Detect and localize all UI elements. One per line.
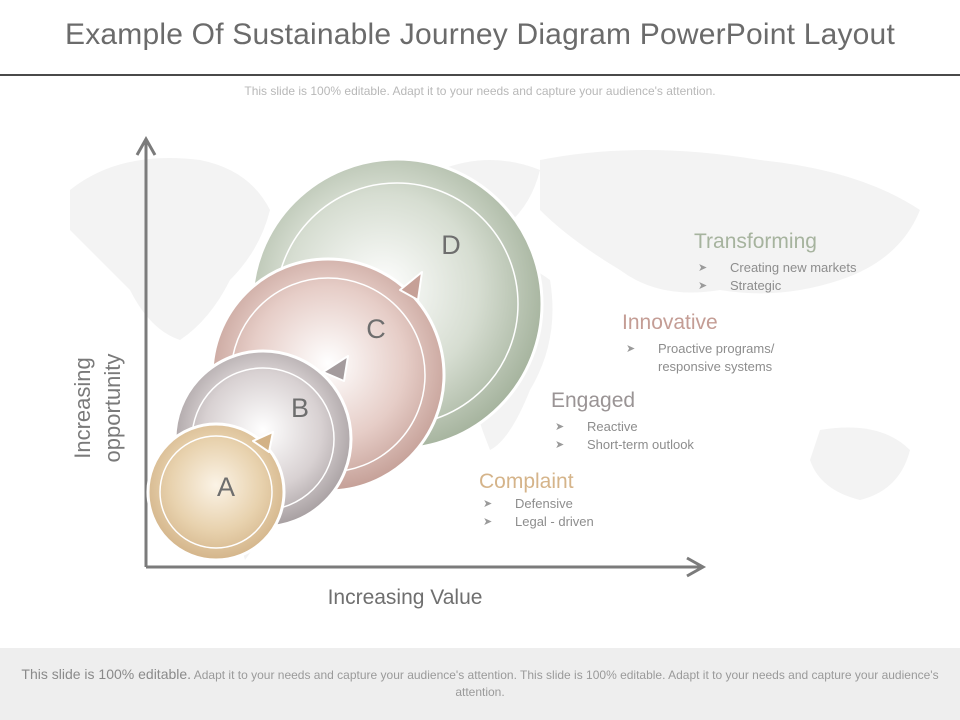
stage-c-letter: C	[366, 314, 386, 344]
list-item: ➤Creating new markets	[698, 260, 857, 275]
arrow-bullet-icon: ➤	[698, 262, 708, 274]
x-axis-label: Increasing Value	[327, 586, 483, 609]
stage-a-letter: A	[216, 472, 235, 502]
stage-a-circle	[146, 422, 286, 562]
stage-title: Engaged	[551, 389, 636, 412]
list-item: ➤Reactive	[555, 419, 638, 434]
footer-text: This slide is 100% editable. Adapt it to…	[16, 666, 944, 701]
stage-item-list: ➤Reactive ➤Short-term outlook	[551, 418, 751, 454]
axes	[135, 135, 707, 578]
arrow-bullet-icon: ➤	[483, 498, 493, 510]
stage-innovative: Innovative ➤Proactive programs/ responsi…	[622, 310, 802, 376]
page-subtitle: This slide is 100% editable. Adapt it to…	[244, 84, 716, 98]
stage-transforming: Transforming ➤Creating new markets ➤Stra…	[694, 229, 924, 295]
stage-title: Transforming	[694, 230, 817, 253]
arrow-bullet-icon: ➤	[626, 343, 636, 355]
title-divider	[0, 74, 960, 76]
stage-b-letter: B	[290, 393, 309, 423]
arrow-bullet-icon: ➤	[555, 439, 565, 451]
arrow-bullet-icon: ➤	[483, 516, 493, 528]
stage-engaged: Engaged ➤Reactive ➤Short-term outlook	[551, 388, 751, 454]
y-axis-label: Increasing opportunity	[70, 353, 125, 463]
footer-lead: This slide is 100% editable.	[21, 666, 192, 682]
stage-item-list: ➤Proactive programs/ responsive systems	[622, 340, 802, 376]
stage-complaint: Complaint ➤Defensive ➤Legal - driven	[479, 469, 679, 531]
footer-body: Adapt it to your needs and capture your …	[193, 668, 939, 699]
stage-item-list: ➤Creating new markets ➤Strategic	[694, 259, 924, 295]
page-title: Example Of Sustainable Journey Diagram P…	[65, 18, 895, 51]
list-item: ➤Proactive programs/ responsive systems	[626, 341, 775, 374]
stage-title: Innovative	[622, 311, 718, 334]
arrow-bullet-icon: ➤	[698, 280, 708, 292]
footer-bar: This slide is 100% editable. Adapt it to…	[0, 648, 960, 720]
arrow-bullet-icon: ➤	[555, 421, 565, 433]
list-item: ➤Defensive	[483, 496, 573, 511]
list-item: ➤Legal - driven	[483, 514, 594, 529]
list-item: ➤Short-term outlook	[555, 437, 694, 452]
stage-item-list: ➤Defensive ➤Legal - driven	[479, 495, 679, 531]
stage-d-letter: D	[441, 230, 461, 260]
list-item: ➤Strategic	[698, 278, 782, 293]
journey-diagram	[135, 135, 707, 578]
stage-title: Complaint	[479, 470, 574, 493]
